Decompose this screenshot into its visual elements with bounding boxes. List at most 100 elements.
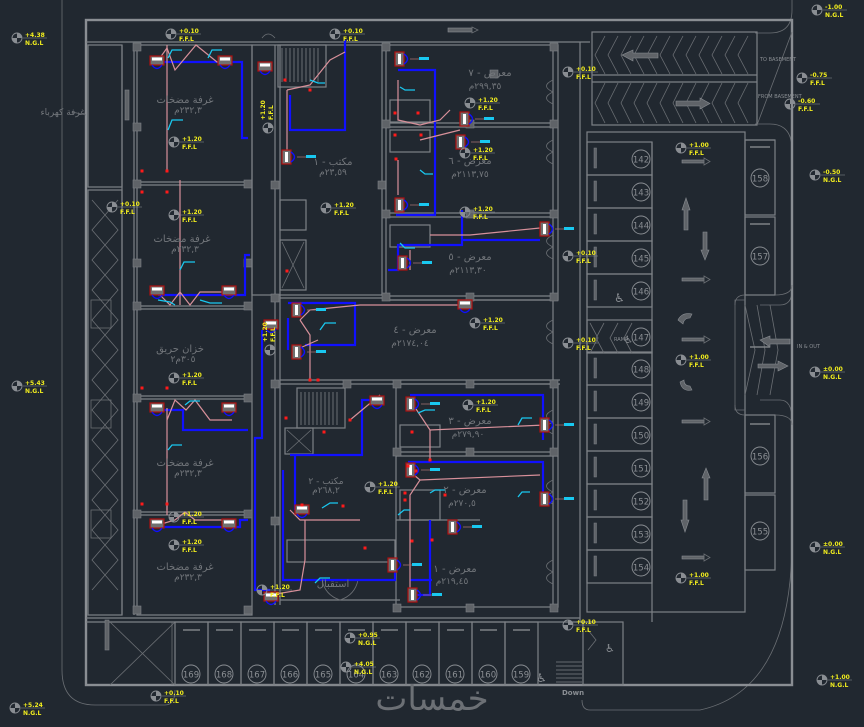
level-value: +1.20 (182, 511, 202, 518)
ac-unit-icon (291, 344, 326, 360)
drain-point (308, 88, 312, 92)
parking-bay-number: 148 (633, 366, 649, 376)
drain-point (363, 546, 367, 550)
drain-point (140, 190, 144, 194)
room-name: غرفة مضخات (156, 458, 213, 469)
entry-arrow-out-icon (757, 360, 789, 372)
parking-bay: 151 (586, 450, 653, 485)
level-marker: -0.75F.F.L (796, 72, 832, 87)
drain-point (443, 493, 447, 497)
level-reference: F.F.L (182, 144, 197, 151)
drain-point (419, 133, 423, 137)
level-value: +0.10 (576, 619, 596, 626)
to-basement-label: TO BASEMENT (759, 57, 797, 63)
parking-bay-number: 154 (633, 564, 649, 574)
room-area: ٢٣٢,٣م (171, 245, 199, 255)
drain-point (140, 169, 144, 173)
level-reference: F.F.L (478, 105, 493, 112)
drain-points (140, 78, 447, 550)
level-value: +1.20 (473, 147, 493, 154)
level-reference: F.F.L (798, 106, 813, 113)
room-name: مكتب - ١ (313, 157, 352, 168)
level-marker: +1.20F.F.L (320, 202, 356, 217)
level-reference: F.F.L (179, 36, 194, 43)
level-marker: +0.10F.F.L (562, 619, 598, 634)
parking-bay: 157 (750, 223, 770, 266)
parking-bay: 161 (438, 621, 473, 686)
level-value: +1.00 (689, 142, 709, 149)
level-reference: N.G.L (25, 40, 44, 47)
room-name: معرض - ٣ (448, 416, 491, 427)
wheelchair-icon: ♿ (614, 291, 625, 305)
ac-unit-icon (149, 285, 165, 300)
drain-point (283, 78, 287, 82)
level-marker: +0.10F.F.L (562, 337, 598, 352)
accessible-ramp: RAMP (589, 322, 633, 354)
level-reference: N.G.L (354, 669, 373, 676)
level-reference: F.F.L (120, 209, 135, 216)
watermark-logo: خمسات (375, 679, 488, 719)
level-reference: F.F.L (270, 592, 285, 599)
level-marker: +1.20F.F.L (168, 511, 204, 526)
drain-point (430, 538, 434, 542)
room-name: معرض - ٦ (448, 156, 491, 167)
level-value: +4.38 (25, 32, 45, 39)
ac-unit-icon (281, 149, 316, 165)
level-reference: F.F.L (576, 627, 591, 634)
drain-point (410, 539, 414, 543)
level-reference: N.G.L (830, 682, 849, 689)
room-area: ٢٧٠,٥م (448, 499, 476, 509)
level-reference: F.F.L (182, 380, 197, 387)
drain-point (284, 416, 288, 420)
level-reference: F.F.L (476, 407, 491, 414)
level-reference: F.F.L (689, 150, 704, 157)
level-marker: ±0.00N.G.L (809, 366, 845, 381)
parking-bay-number: 153 (633, 531, 649, 541)
level-value: +0.10 (120, 201, 140, 208)
level-reference: N.G.L (23, 710, 42, 717)
room-name: استقبال (317, 579, 350, 590)
level-marker: ±0.00N.G.L (809, 541, 845, 556)
level-value: +1.20 (334, 202, 354, 209)
drain-point (410, 430, 414, 434)
parking-bay: 156 (750, 346, 770, 466)
level-reference: F.F.L (689, 362, 704, 369)
parking-bay: 155 (750, 423, 770, 541)
room-name: غرفة مضخات (156, 95, 213, 106)
drain-point (300, 503, 304, 507)
parking-bay-number: 160 (480, 671, 496, 681)
drain-point (322, 430, 326, 434)
parking-bay-number: 143 (633, 189, 649, 199)
parking-bay-number: 169 (183, 671, 199, 681)
level-reference: F.F.L (268, 105, 275, 120)
level-marker: -1.00N.G.L (811, 4, 847, 19)
parking-bay-number: 146 (633, 288, 649, 298)
drain-point (165, 502, 169, 506)
ac-unit-icon (539, 491, 574, 507)
level-reference: F.F.L (270, 327, 277, 342)
parking-bay-number: 144 (633, 222, 649, 232)
room-name: مكتب - ٢ (308, 477, 343, 487)
drain-point (348, 418, 352, 422)
parking-bay-number: 162 (414, 671, 430, 681)
level-value: -0.75 (810, 72, 827, 79)
parking-bay-number: 147 (633, 334, 649, 344)
level-value: +1.00 (689, 572, 709, 579)
level-value: +1.00 (689, 354, 709, 361)
level-value: +5.24 (23, 702, 43, 709)
room-name: معرض - ٧ (468, 68, 511, 79)
drain-point (393, 133, 397, 137)
down-label: Down (562, 689, 584, 697)
ac-unit-icon (149, 518, 165, 533)
level-marker: +4.05N.G.L (340, 661, 376, 676)
parking-bay: 145 (586, 240, 653, 275)
room-labels: غرفة كهرباء غرفة مضخات ٢٣٢,٣م غرفة مضخات… (40, 68, 511, 590)
level-value: ±0.00 (823, 541, 843, 548)
parking-bay-number: 163 (381, 671, 397, 681)
level-marker: +0.10F.F.L (562, 66, 598, 81)
room-name: غرفة كهرباء (40, 108, 85, 118)
level-marker: +0.10F.F.L (329, 28, 365, 43)
room-area: ٢١٧٤,٠٤م (391, 339, 429, 349)
room-name: معرض - ١ (433, 564, 476, 575)
